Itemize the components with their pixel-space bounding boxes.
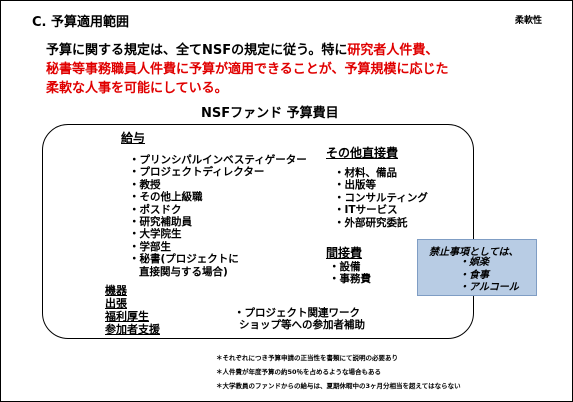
equipment-item: 参加者支援 (105, 323, 160, 336)
prohibited-box: 禁止事項としては、 ・娯楽 ・食事 ・アルコール (417, 239, 537, 296)
slide-title: C. 予算適用範囲 (32, 15, 130, 30)
equipment-item: 出張 (105, 297, 127, 310)
equipment-item: 機器 (105, 284, 127, 297)
equipment-item: 福利厚生 (105, 310, 149, 323)
note: ＊大学教員のファンドからの給与は、夏期休暇中の3ヶ月分相当を超えてはならない (216, 382, 461, 390)
other-direct-list: ・材料、備品 ・出版等 ・コンサルティング ・ITサービス ・外部研究委託 (334, 167, 428, 229)
fund-items-box (42, 124, 474, 339)
indirect-heading: 間接費 (326, 246, 363, 260)
salary-item: ・研究補助員 (129, 216, 192, 229)
salary-item: 直接関与する場合) (139, 265, 228, 278)
prohibited-item: ・娯楽 (459, 257, 489, 268)
other-direct-heading: その他直接費 (326, 146, 399, 160)
salary-heading: 給与 (121, 131, 146, 145)
equipment-list: 機器 出張 福利厚生 参加者支援 (105, 284, 160, 336)
note: ＊それぞれにつき予算申請の正当性を書類にて説明の必要あり (216, 354, 398, 362)
salary-item: ・大学院生 (129, 228, 182, 241)
indirect-item: ・設備 (329, 261, 361, 273)
prohibited-list: ・娯楽 ・食事 ・アルコール (459, 257, 519, 295)
salary-item: ・学部生 (129, 240, 171, 253)
indirect-item: ・事務費 (329, 273, 371, 286)
salary-item: ・秘書(プロジェクトに (129, 253, 239, 266)
salary-item: ・プロジェクトディレクター (129, 166, 265, 179)
project-support-line: ・プロジェクト関連ワーク (234, 307, 360, 319)
intro-line-1: 予算に関する規定は、全てNSFの規定に従う。特に研究者人件費、 (46, 39, 438, 58)
tag-label: 柔軟性 (514, 16, 542, 26)
intro-line-2: 秘書等事務職員人件費に予算が適用できることが、予算規模に応じた (46, 62, 449, 77)
indirect-list: ・設備 ・事務費 (329, 261, 371, 286)
salary-item: ・ポスドク (129, 203, 182, 216)
other-direct-item: ・外部研究委託 (334, 216, 408, 229)
salary-list: ・プリンシパルインベスティゲーター ・プロジェクトディレクター ・教授 ・その他… (129, 154, 307, 278)
fund-title: NSFファンド 予算費目 (201, 106, 339, 121)
salary-item: ・プリンシパルインベスティゲーター (129, 154, 307, 166)
other-direct-item: ・ITサービス (334, 204, 398, 217)
prohibited-item: ・食事 (459, 269, 489, 281)
intro-line-3: 柔軟な人事を可能にしている。 (46, 81, 228, 96)
other-direct-item: ・出版等 (334, 179, 376, 192)
salary-item: ・その他上級職 (129, 191, 203, 204)
intro-line-1-red: 研究者人件費、 (347, 43, 439, 58)
salary-item: ・教授 (129, 178, 161, 191)
prohibited-item: ・アルコール (459, 282, 519, 293)
project-support-line: ショップ等への参加者補助 (239, 319, 365, 332)
other-direct-item: ・材料、備品 (334, 167, 397, 179)
other-direct-item: ・コンサルティング (334, 191, 428, 204)
intro-line-1-black: 予算に関する規定は、全てNSFの規定に従う。特に (46, 43, 348, 58)
prohibited-heading: 禁止事項としては、 (429, 247, 519, 258)
project-support: ・プロジェクト関連ワーク ショップ等への参加者補助 (234, 307, 365, 332)
note: ＊人件費が年度予算の約50％を占めるような場合もある (216, 368, 382, 376)
